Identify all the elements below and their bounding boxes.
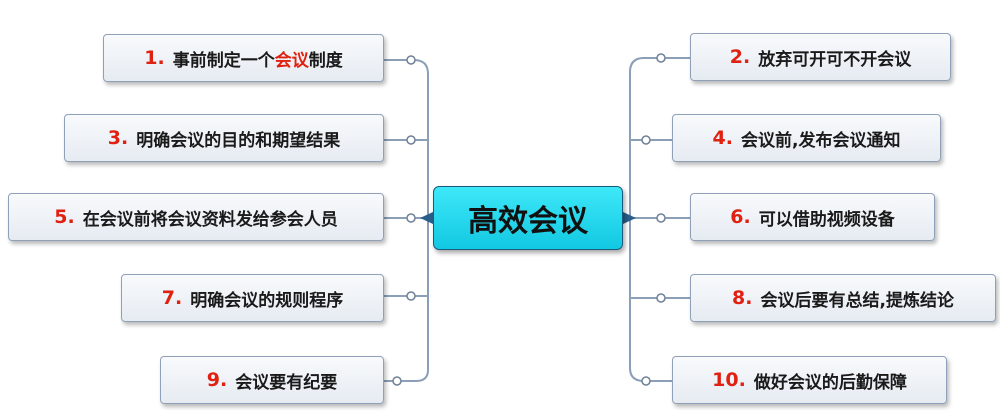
- topic-number: 9.: [206, 369, 228, 391]
- topic-2[interactable]: 2. 放弃可开可不开会议: [690, 33, 951, 81]
- central-topic[interactable]: 高效会议: [433, 186, 623, 250]
- node-joint: [656, 53, 666, 63]
- topic-9[interactable]: 9. 会议要有纪要: [160, 356, 384, 404]
- topic-1[interactable]: 1. 事前制定一个会议制度: [103, 34, 384, 82]
- node-joint: [656, 213, 666, 223]
- topic-highlight: 会议: [274, 50, 309, 71]
- node-joint: [406, 55, 416, 65]
- topic-8[interactable]: 8. 会议后要有总结,提炼结论: [690, 274, 996, 322]
- topic-number: 5.: [54, 206, 75, 228]
- topic-text: 明确会议的目的和期望结果: [136, 130, 341, 151]
- topic-6[interactable]: 6. 可以借助视频设备: [690, 193, 935, 241]
- topic-number: 10.: [712, 369, 746, 391]
- topic-5[interactable]: 5. 在会议前将会议资料发给参会人员: [8, 193, 384, 241]
- topic-7[interactable]: 7. 明确会议的规则程序: [121, 274, 384, 322]
- topic-text: 明确会议的规则程序: [190, 290, 344, 311]
- topic-10[interactable]: 10. 做好会议的后勤保障: [672, 356, 947, 404]
- topic-text: 可以借助视频设备: [758, 209, 895, 230]
- topic-text: 在会议前将会议资料发给参会人员: [82, 209, 338, 230]
- topic-number: 6.: [730, 206, 751, 228]
- topic-4[interactable]: 4. 会议前,发布会议通知: [672, 114, 941, 162]
- topic-number: 8.: [732, 287, 753, 309]
- topic-number: 4.: [712, 127, 733, 149]
- topic-text: 会议前,发布会议通知: [740, 130, 901, 151]
- topic-text: 事前制定一个: [172, 50, 275, 71]
- topic-number: 1.: [144, 47, 165, 69]
- node-joint: [406, 135, 416, 145]
- topic-text: 会议要有纪要: [235, 372, 338, 393]
- node-joint: [392, 376, 402, 386]
- topic-number: 3.: [107, 127, 129, 149]
- topic-3[interactable]: 3. 明确会议的目的和期望结果: [64, 114, 384, 162]
- topic-number: 2.: [729, 46, 751, 68]
- topic-text: 会议后要有总结,提炼结论: [760, 290, 954, 311]
- node-joint: [406, 291, 416, 301]
- left-arrow: [420, 212, 433, 224]
- node-joint: [641, 135, 651, 145]
- topic-text-end: 制度: [308, 50, 343, 71]
- node-joint: [406, 213, 416, 223]
- node-joint: [641, 376, 651, 386]
- topic-text: 放弃可开可不开会议: [758, 49, 912, 70]
- topic-text: 做好会议的后勤保障: [753, 372, 907, 393]
- left-connector: [384, 59, 433, 382]
- node-joint: [656, 293, 666, 303]
- right-arrow: [623, 212, 636, 224]
- topic-number: 7.: [161, 287, 183, 309]
